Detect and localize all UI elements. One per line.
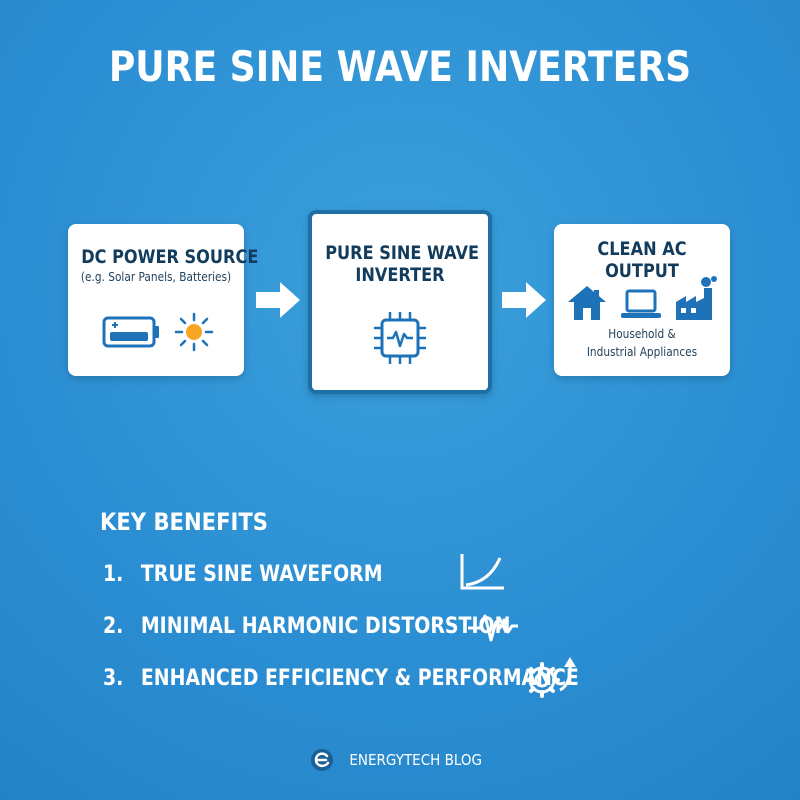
output-subtitle-line1: Household & bbox=[608, 327, 676, 341]
flow-arrow-2-icon bbox=[502, 282, 546, 318]
page-title: PURE SINE WAVE INVERTERS bbox=[108, 42, 692, 91]
inverter-heading-line2: INVERTER bbox=[355, 264, 445, 286]
dc-power-source-box: DC POWER SOURCE (e.g. Solar Panels, Batt… bbox=[68, 224, 259, 376]
benefit-number: 1. bbox=[103, 562, 124, 587]
sun-icon bbox=[174, 312, 214, 352]
benefit-item-2: 2. MINIMAL HARMONIC DISTORSTION bbox=[103, 614, 510, 639]
inverter-heading-line1: PURE SINE WAVE bbox=[325, 242, 480, 264]
gear-arrow-icon bbox=[524, 657, 576, 698]
footer: ENERGYTECH BLOG bbox=[0, 748, 800, 776]
dc-source-subtitle: (e.g. Solar Panels, Batteries) bbox=[80, 270, 232, 284]
factory-icon bbox=[676, 276, 717, 320]
flow-arrow-1-icon bbox=[256, 282, 300, 318]
benefit-number: 3. bbox=[103, 666, 124, 691]
benefit-number: 2. bbox=[103, 614, 124, 639]
output-heading-line1: CLEAN AC bbox=[597, 238, 687, 260]
benefit-label: ENHANCED EFFICIENCY & PERFORMANCE bbox=[140, 666, 579, 691]
benefit-item-3: 3. ENHANCED EFFICIENCY & PERFORMANCE bbox=[103, 666, 579, 691]
benefit-item-1: 1. TRUE SINE WAVEFORM bbox=[103, 562, 383, 587]
energytech-logo-icon bbox=[311, 749, 334, 771]
footer-brand: ENERGYTECH BLOG bbox=[349, 751, 483, 769]
output-subtitle-line2: Industrial Appliances bbox=[586, 345, 698, 359]
pulse-wave-icon bbox=[468, 614, 518, 642]
laptop-icon bbox=[621, 289, 661, 318]
clean-ac-output-box: CLEAN AC OUTPUT Household & Industrial A… bbox=[554, 224, 730, 376]
battery-icon bbox=[102, 316, 159, 348]
inverter-box: PURE SINE WAVE INVERTER bbox=[308, 210, 492, 394]
benefit-label: MINIMAL HARMONIC DISTORSTION bbox=[140, 614, 511, 639]
output-heading-line2: OUTPUT bbox=[605, 260, 679, 282]
dc-source-heading: DC POWER SOURCE bbox=[81, 246, 259, 268]
chip-waveform-icon bbox=[374, 312, 426, 364]
curve-graph-icon bbox=[460, 554, 504, 590]
key-benefits-heading: KEY BENEFITS bbox=[100, 508, 268, 536]
house-icon bbox=[568, 286, 606, 320]
benefit-label: TRUE SINE WAVEFORM bbox=[140, 562, 383, 587]
